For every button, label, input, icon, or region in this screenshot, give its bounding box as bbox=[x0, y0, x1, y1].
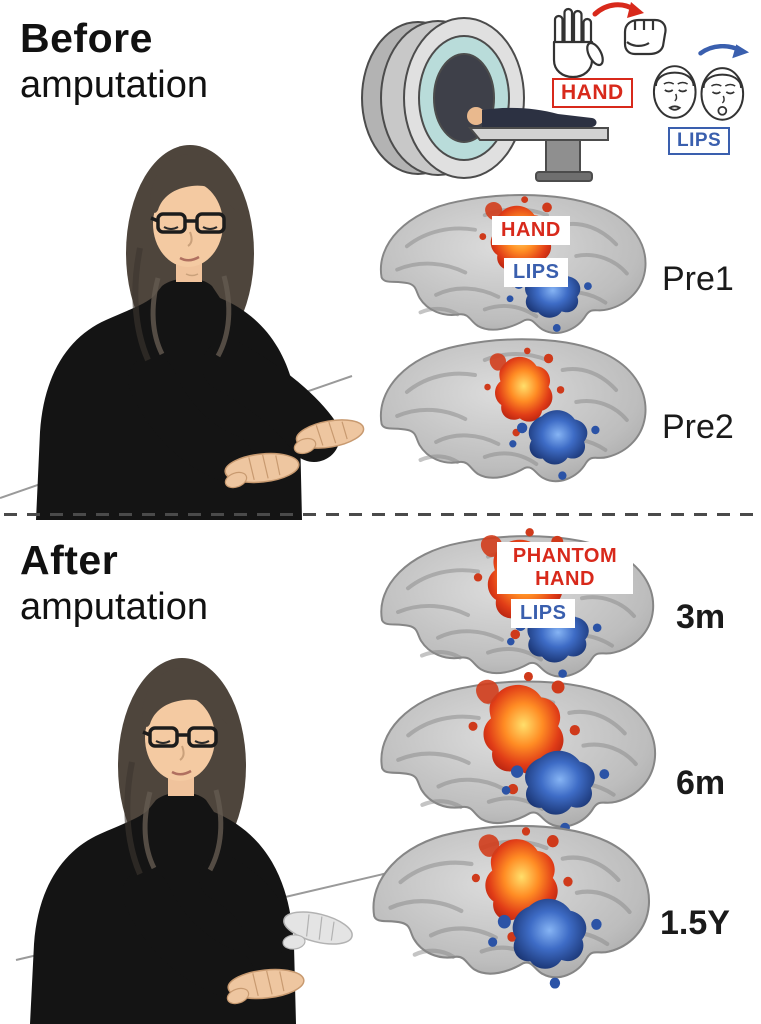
mri-scanner-illustration bbox=[361, 17, 609, 182]
scan-label-pre2: Pre2 bbox=[662, 408, 734, 446]
before-title-bold: Before bbox=[20, 15, 153, 61]
woman-after-illustration bbox=[15, 658, 392, 1024]
scan-label-3m: 3m bbox=[676, 598, 726, 636]
section-divider bbox=[4, 513, 757, 516]
scan-label-pre1: Pre1 bbox=[662, 260, 734, 298]
lips-motion-icon bbox=[652, 44, 750, 121]
hand-task-tag: HAND bbox=[552, 78, 633, 109]
before-title: Before amputation bbox=[20, 14, 208, 108]
brain-lips-tag: LIPS bbox=[506, 260, 567, 285]
hand-motion-icon bbox=[552, 2, 667, 79]
after-title: After amputation bbox=[20, 536, 208, 630]
brain-scan-pre2 bbox=[366, 330, 658, 510]
brain-hand-tag: HAND bbox=[494, 218, 568, 243]
brain-scan-6m bbox=[366, 672, 668, 856]
after-title-bold: After bbox=[20, 537, 119, 583]
brain-scan-1p5y bbox=[358, 816, 662, 1008]
brain-lips-tag-after: LIPS bbox=[513, 601, 574, 626]
after-title-rest: amputation bbox=[20, 585, 209, 628]
before-title-rest: amputation bbox=[20, 63, 209, 106]
brain-phantom-hand-tag: PHANTOM HAND bbox=[499, 544, 631, 592]
woman-before-illustration bbox=[0, 145, 365, 520]
scan-label-1p5y: 1.5Y bbox=[660, 904, 730, 942]
lips-task-tag: LIPS bbox=[668, 127, 731, 155]
scan-label-6m: 6m bbox=[676, 764, 726, 802]
